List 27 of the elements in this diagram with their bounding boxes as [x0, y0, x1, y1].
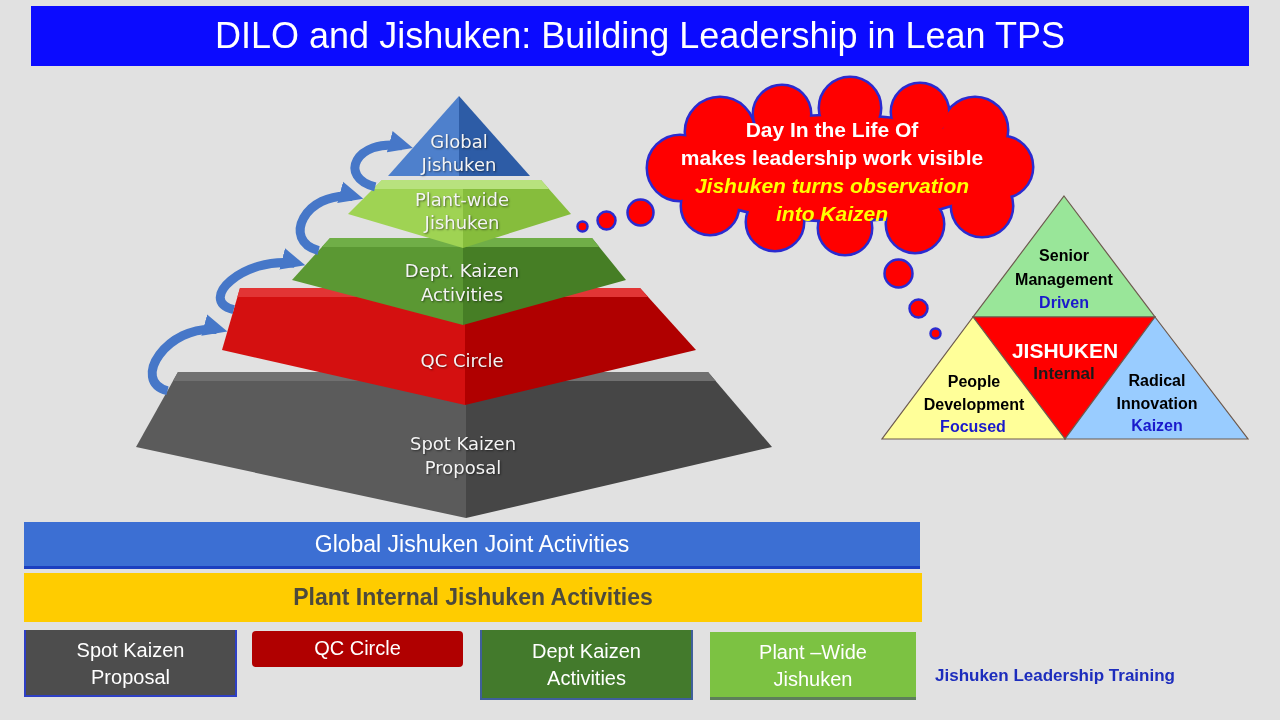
segment-subtitle: Focused — [940, 417, 1006, 437]
segment-heading: Senior Management — [1015, 246, 1113, 290]
activity-tile: Plant –Wide Jishuken — [710, 632, 916, 700]
activity-banner: Plant Internal Jishuken Activities — [24, 573, 922, 622]
level-label: Global Jishuken — [421, 130, 497, 176]
curved-arrow — [350, 132, 414, 192]
segment-subtitle: Driven — [1039, 293, 1089, 313]
activity-tile: QC Circle — [252, 631, 463, 667]
level-label: Spot Kaizen Proposal — [409, 432, 517, 480]
activity-banner: Global Jishuken Joint Activities — [24, 522, 920, 569]
curved-arrow — [147, 316, 229, 395]
cloud-statement: Day In the Life Of makes leadership work visible — [680, 117, 984, 171]
title-banner: DILO and Jishuken: Building Leadership in Lean TPS — [31, 6, 1249, 66]
level-label: Dept. Kaizen Activities — [404, 259, 520, 307]
level-label: Plant-wide Jishuken — [414, 188, 510, 234]
level-label: QC Circle — [420, 349, 504, 373]
tagline-text: Jishuken Leadership Training — [935, 666, 1175, 686]
segment-heading: People Development — [923, 372, 1025, 415]
curved-arrow — [295, 183, 365, 255]
segment-heading: Radical Innovation — [1116, 371, 1198, 414]
segment-subtitle: Kaizen — [1131, 416, 1183, 436]
curved-arrow — [215, 250, 307, 314]
cloud-tagline: Jishuken turns observation into Kaizen — [694, 173, 970, 227]
segment-heading: JISHUKEN — [1011, 339, 1119, 363]
activity-tile: Spot Kaizen Proposal — [24, 630, 237, 697]
activity-tile: Dept Kaizen Activities — [480, 630, 693, 700]
segment-subtitle: Internal — [1033, 363, 1095, 385]
